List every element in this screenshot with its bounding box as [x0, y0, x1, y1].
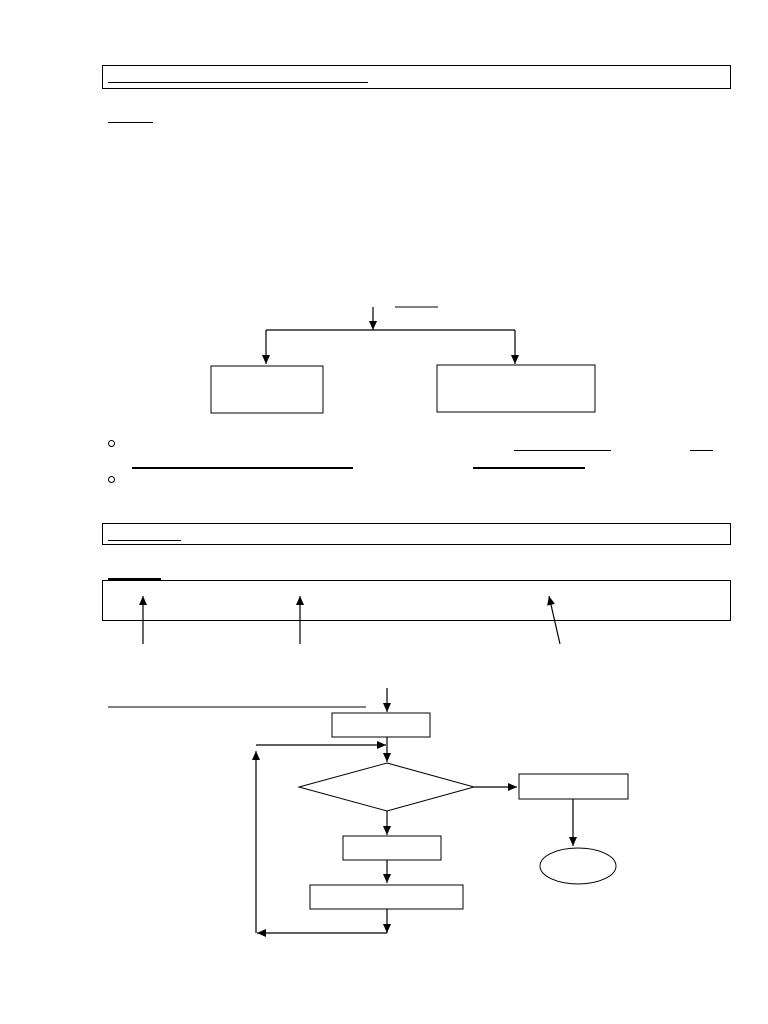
flow-exit-box — [518, 773, 629, 800]
section-heading-box-1 — [102, 65, 731, 89]
split-right-box — [436, 364, 596, 413]
syntax-label-underline — [108, 578, 161, 580]
bullet-icon — [108, 476, 115, 483]
section-heading-underline-1 — [108, 82, 368, 83]
split-left-box — [210, 365, 324, 414]
flow-init-box — [331, 712, 431, 738]
flow-condition-diamond — [297, 762, 476, 812]
bullet-1-underline-c — [132, 467, 353, 469]
section-heading-underline-2 — [108, 540, 181, 541]
flow-update-box — [309, 884, 464, 910]
flow-body-box — [342, 835, 442, 861]
flow-end-terminator — [539, 847, 617, 885]
syntax-pointer-arrow-3 — [547, 595, 561, 645]
bullet-1-underline-d — [473, 467, 585, 469]
section-heading-box-2 — [102, 523, 731, 545]
label-underline-1 — [108, 122, 153, 123]
bullet-1-underline-a — [514, 450, 611, 451]
syntax-box — [102, 580, 731, 621]
bullet-icon — [108, 440, 115, 447]
bullet-1-underline-b — [690, 450, 713, 451]
